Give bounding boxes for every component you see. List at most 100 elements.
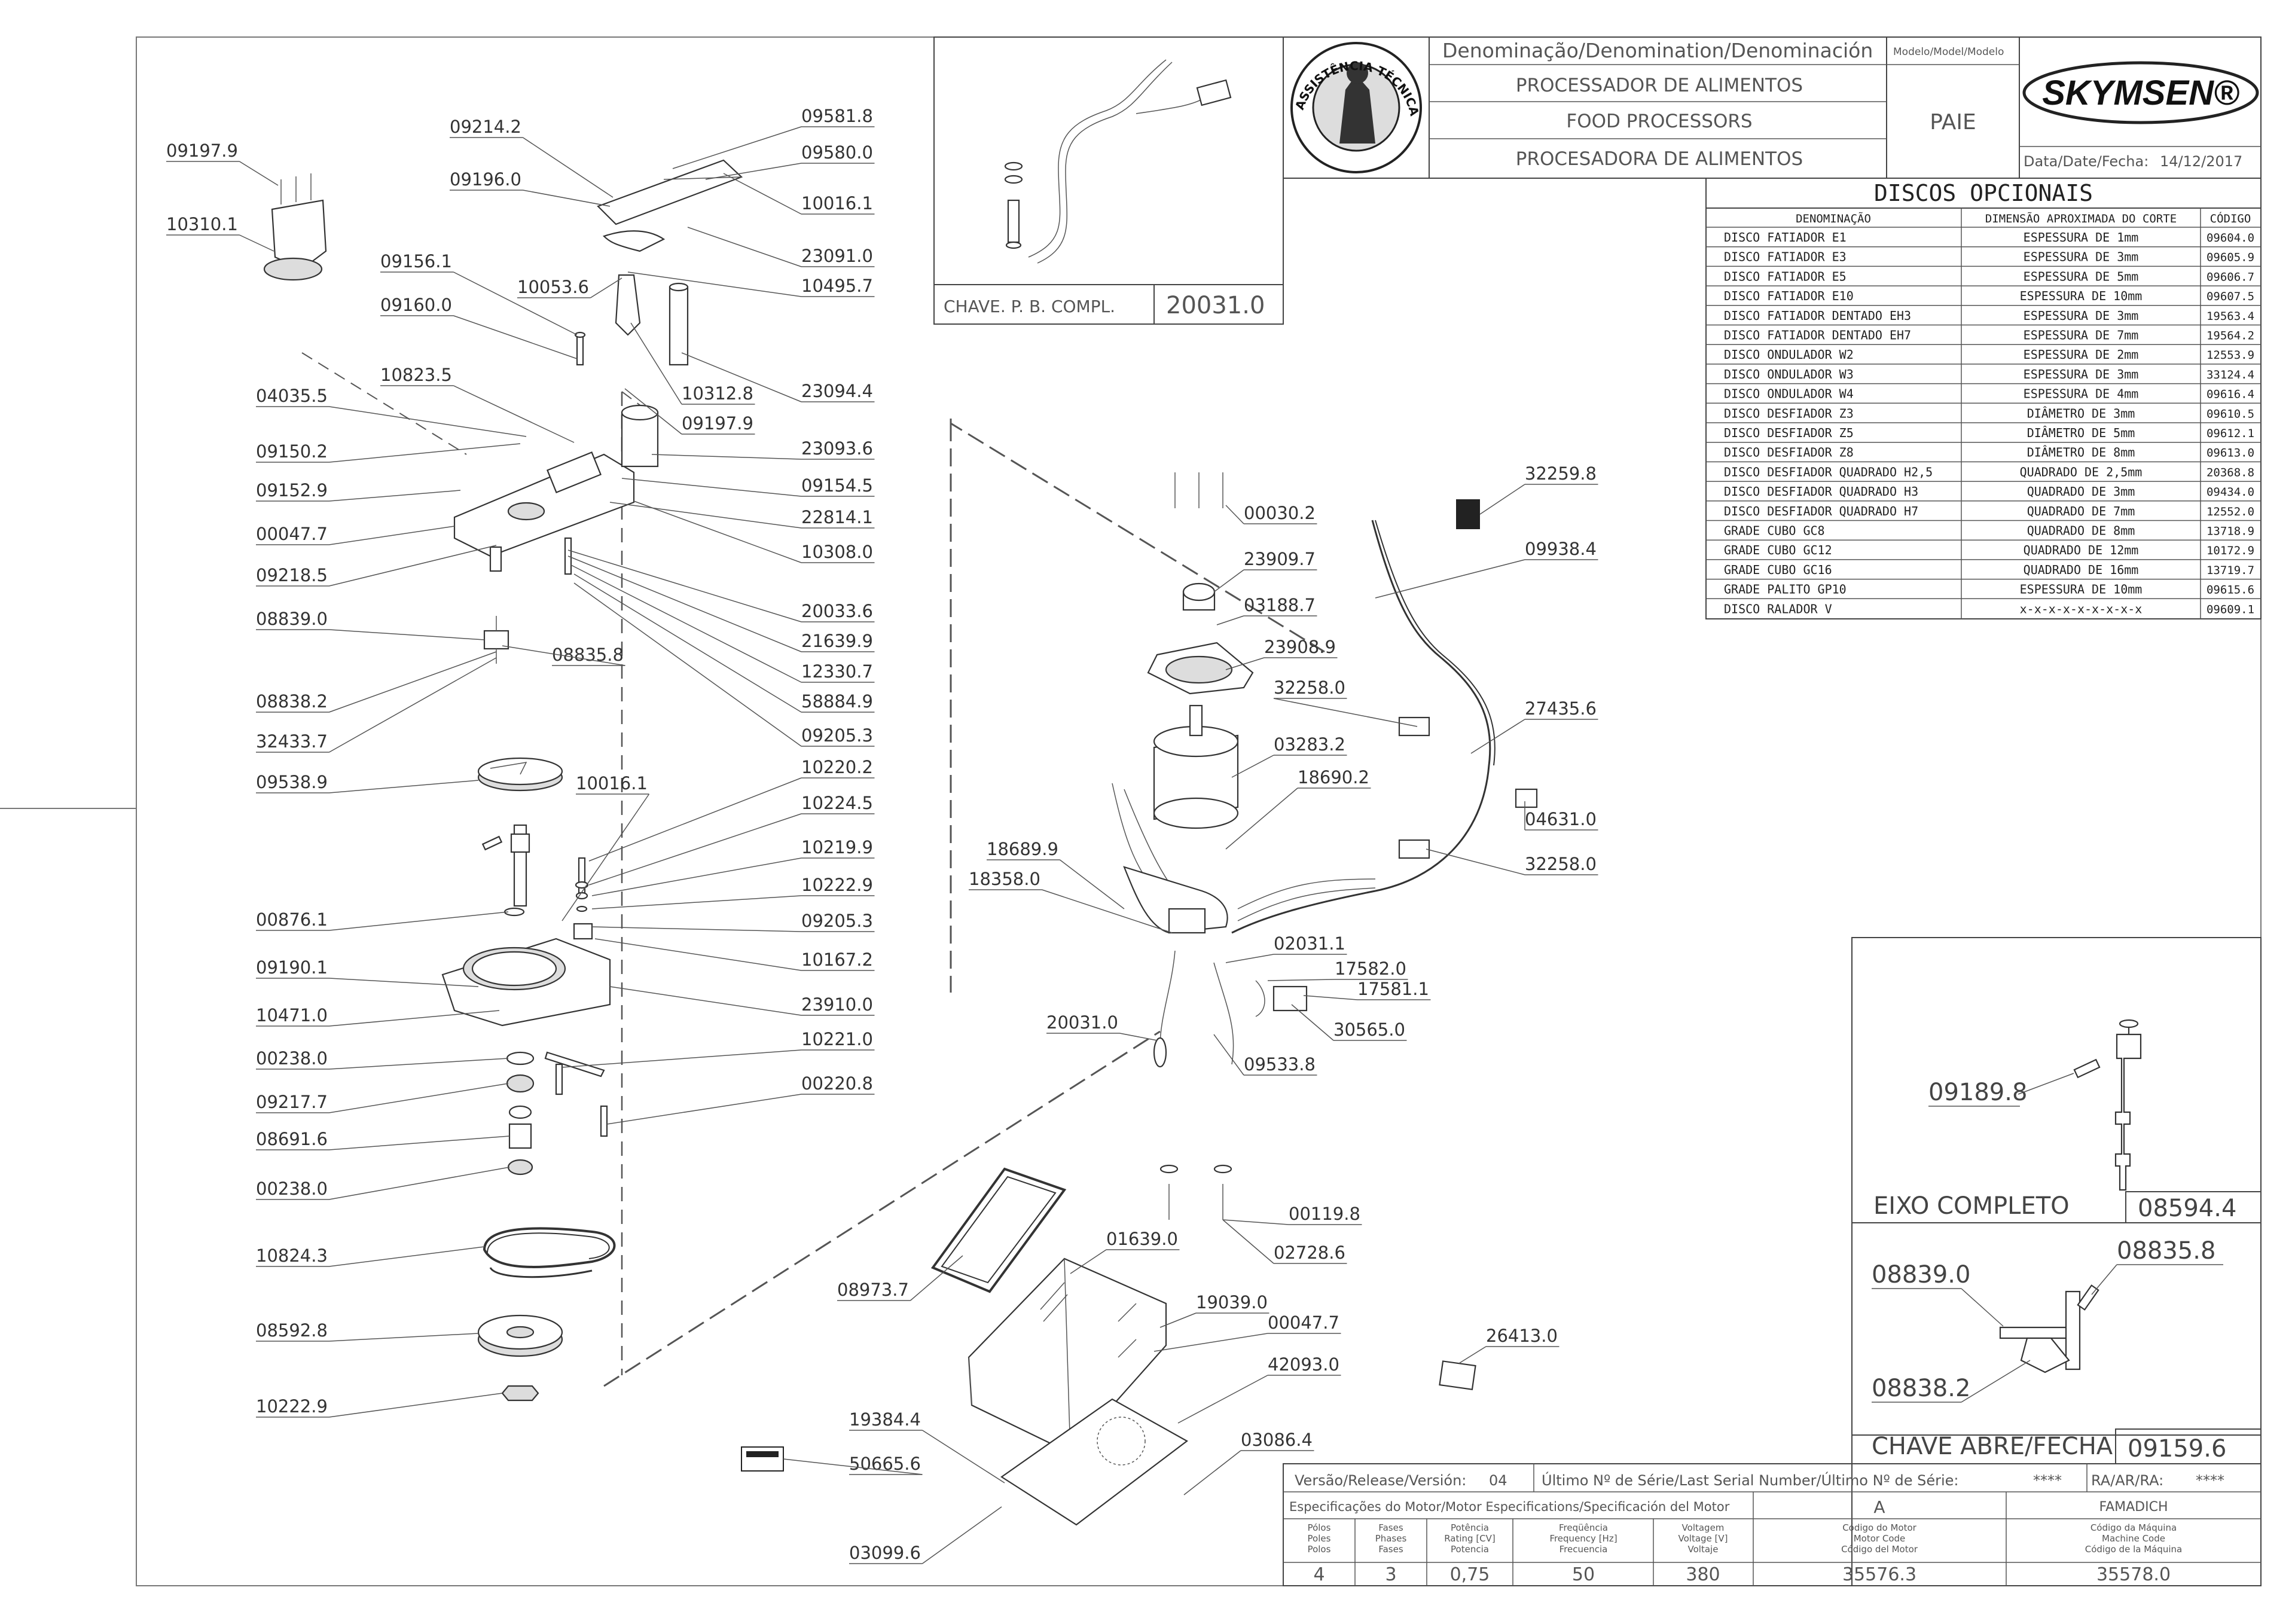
inset-key-diagram: CHAVE. P. B. COMPL. 20031.0: [934, 59, 1283, 324]
disc-code: 09615.6: [2207, 584, 2254, 597]
part-number-label: 09533.8: [1244, 1054, 1316, 1074]
part-number-label: 00238.0: [256, 1179, 328, 1199]
disc-code: 10172.9: [2207, 544, 2254, 557]
spec-value: 0,75: [1450, 1564, 1490, 1585]
spec-header: Pólos: [1308, 1522, 1331, 1533]
shaft-part-number: 09189.8: [1928, 1079, 2027, 1106]
ra-label: RA/AR/RA:: [2091, 1472, 2163, 1489]
motor-code-letter: A: [1873, 1497, 1885, 1517]
disc-name: DISCO DESFIADOR Z3: [1724, 406, 1854, 420]
part-number-label: 10222.9: [801, 875, 873, 895]
part-number-label: 10495.7: [801, 276, 873, 296]
part-number-label: 19039.0: [1196, 1292, 1268, 1312]
part-number-label: 09150.2: [256, 441, 328, 462]
disc-name: GRADE CUBO GC16: [1724, 563, 1832, 577]
spec-value: 50: [1572, 1564, 1595, 1585]
disc-name: DISCO FATIADOR DENTADO EH7: [1724, 328, 1911, 343]
spec-header: Motor Code: [1854, 1533, 1906, 1544]
disc-name: GRADE PALITO GP10: [1724, 582, 1847, 597]
disc-name: DISCO FATIADOR E10: [1724, 289, 1854, 303]
disc-name: GRADE CUBO GC8: [1724, 524, 1825, 538]
spec-header: Phases: [1375, 1533, 1407, 1544]
part-number-label: 02031.1: [1274, 933, 1345, 954]
disc-code: 33124.4: [2207, 368, 2254, 381]
part-number-label: 20033.6: [801, 601, 873, 621]
part-number-label: 08973.7: [837, 1280, 909, 1300]
part-number-label: 10016.1: [576, 773, 648, 793]
spec-header: Potencia: [1451, 1544, 1489, 1555]
complete-shaft-inset: 09189.8 EIXO COMPLETO 08594.4 08839.0 08…: [1851, 937, 2262, 1586]
part-number-label: 09197.9: [166, 141, 238, 161]
part-number-label: 09214.2: [450, 117, 521, 137]
serial-value: ****: [2033, 1472, 2062, 1489]
inset-key-label: CHAVE. P. B. COMPL.: [944, 297, 1115, 316]
spec-value: 35576.3: [1842, 1564, 1916, 1585]
part-number-label: 42093.0: [1268, 1354, 1339, 1375]
disc-code: 19563.4: [2207, 310, 2254, 323]
part-number-label: 22814.1: [801, 507, 873, 527]
part-number-label: 32433.7: [256, 731, 328, 752]
disc-code: 09612.1: [2207, 427, 2254, 440]
part-number-label: 18689.9: [987, 839, 1058, 859]
spec-header: Voltagem: [1682, 1522, 1725, 1533]
part-number-label: 10016.1: [801, 193, 873, 213]
disc-name: DISCO DESFIADOR QUADRADO H2,5: [1724, 465, 1933, 479]
part-number-label: 12330.7: [801, 661, 873, 682]
col-dimension: DIMENSÃO APROXIMADA DO CORTE: [1985, 212, 2177, 225]
date-label: Data/Date/Fecha:: [2024, 153, 2148, 170]
spec-header: Frequency [Hz]: [1549, 1533, 1617, 1544]
disc-code: 09606.7: [2207, 270, 2254, 283]
inset-key-code: 20031.0: [1166, 292, 1265, 319]
disc-name: DISCO FATIADOR E3: [1724, 250, 1847, 264]
spec-header: Voltaje: [1688, 1544, 1719, 1555]
disc-code: 20368.8: [2207, 466, 2254, 479]
disc-name: DISCO DESFIADOR Z5: [1724, 426, 1854, 440]
spec-header: Potência: [1451, 1522, 1489, 1533]
switch-label: CHAVE ABRE/FECHA: [1872, 1433, 2113, 1460]
release-value: 04: [1489, 1472, 1507, 1489]
col-code: CÓDIGO: [2210, 211, 2251, 225]
disc-code: 09610.5: [2207, 407, 2254, 420]
part-number-label: 08838.2: [256, 691, 328, 712]
part-number-label: 09218.5: [256, 565, 328, 585]
disc-dimension: ESPESSURA DE 2mm: [2024, 347, 2139, 362]
part-number-label: 10471.0: [256, 1005, 328, 1025]
part-number-label: 09205.3: [801, 911, 873, 931]
disc-code: 09613.0: [2207, 447, 2254, 460]
switch-part-1: 08839.0: [1872, 1261, 1970, 1289]
part-number-label: 00047.7: [1268, 1312, 1339, 1333]
part-number-label: 00238.0: [256, 1048, 328, 1069]
part-number-label: 09205.3: [801, 725, 873, 746]
motor-spec-label: Especificações do Motor/Motor Especifica…: [1289, 1500, 1730, 1514]
disc-code: 09605.9: [2207, 251, 2254, 264]
disc-dimension: ESPESSURA DE 10mm: [2020, 582, 2143, 597]
part-number-label: 27435.6: [1525, 698, 1597, 719]
disc-name: DISCO DESFIADOR QUADRADO H7: [1724, 504, 1918, 518]
part-number-label: 58884.9: [801, 691, 873, 712]
disc-code: 09434.0: [2207, 486, 2254, 499]
part-number-label: 10219.9: [801, 837, 873, 857]
disc-code: 09616.4: [2207, 388, 2254, 401]
spec-header: Machine Code: [2102, 1533, 2165, 1544]
spec-footer: Versão/Release/Versión: 04 Último Nº de …: [1283, 1463, 2262, 1586]
part-number-label: 03283.2: [1274, 734, 1345, 755]
part-number-label: 23910.0: [801, 994, 873, 1015]
discs-title: DISCOS OPCIONAIS: [1874, 180, 2093, 206]
disc-name: DISCO FATIADOR DENTADO EH3: [1724, 309, 1911, 323]
disc-dimension: DIÂMETRO DE 8mm: [2027, 445, 2135, 460]
part-number-label: 08592.8: [256, 1320, 328, 1341]
disc-name: DISCO ONDULADOR W2: [1724, 347, 1854, 362]
disc-code: 09607.5: [2207, 290, 2254, 303]
part-number-label: 09938.4: [1525, 539, 1597, 559]
disc-code: 12552.0: [2207, 505, 2254, 518]
disc-dimension: ESPESSURA DE 3mm: [2024, 250, 2139, 264]
part-number-label: 04631.0: [1525, 809, 1597, 829]
part-number-label: 09217.7: [256, 1092, 328, 1112]
spec-header: Frecuencia: [1559, 1544, 1608, 1555]
model-value: PAIE: [1930, 110, 1976, 135]
model-label: Modelo/Model/Modelo: [1893, 46, 2004, 58]
disc-name: DISCO FATIADOR E5: [1724, 269, 1847, 283]
disc-dimension: ESPESSURA DE 5mm: [2024, 269, 2139, 283]
part-number-label: 10824.3: [256, 1246, 328, 1266]
date-value: 14/12/2017: [2160, 153, 2242, 170]
